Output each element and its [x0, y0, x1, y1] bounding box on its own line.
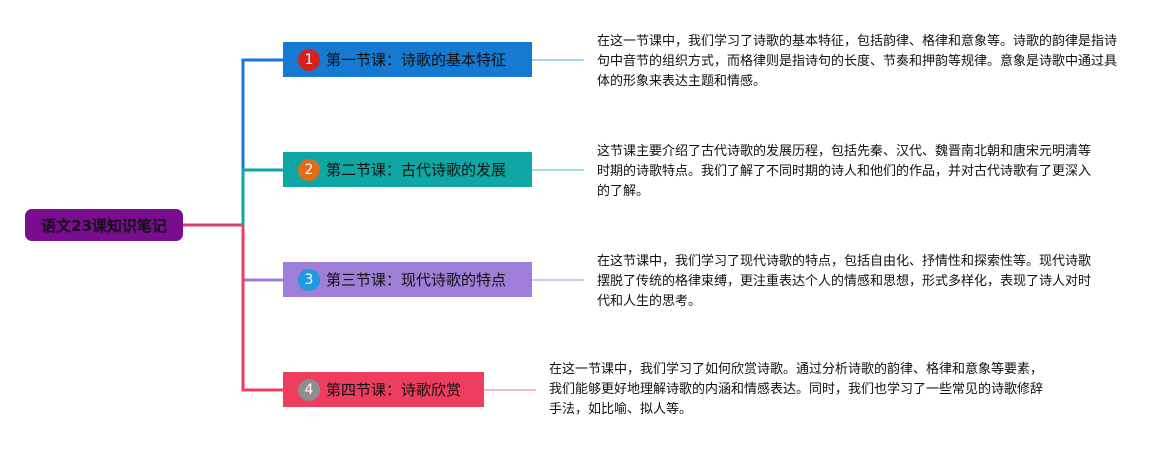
topic-note-4: 在这一节课中，我们学习了如何欣赏诗歌。通过分析诗歌的韵律、格律和意象等要素，我们… [549, 362, 1044, 417]
branch-line-1 [241, 58, 283, 225]
topic-node-4[interactable]: 4 第四节课：诗歌欣赏 [283, 372, 484, 407]
number-badge-3: 3 [298, 268, 320, 291]
topic-note-1: 在这一节课中，我们学习了诗歌的基本特征，包括韵律、格律和意象等。诗歌的韵律是指诗… [597, 34, 1118, 89]
topic-label-4: 第四节课：诗歌欣赏 [326, 381, 462, 399]
number-badge-4: 4 [298, 378, 320, 401]
topic-label-1: 第一节课：诗歌的基本特征 [326, 51, 507, 69]
topic-node-3[interactable]: 3 第三节课：现代诗歌的特点 [283, 262, 532, 297]
number-badge-2: 2 [298, 158, 320, 181]
number-badge-1: 1 [298, 48, 320, 71]
root-node[interactable]: 语文23课知识笔记 [25, 209, 183, 241]
branch-line-4 [241, 225, 283, 392]
topic-node-1[interactable]: 1 第一节课：诗歌的基本特征 [283, 42, 532, 77]
branch-line-2 [241, 168, 283, 225]
branch-line-3 [241, 225, 283, 282]
topic-label-3: 第三节课：现代诗歌的特点 [326, 271, 507, 289]
topic-note-2: 这节课主要介绍了古代诗歌的发展历程，包括先秦、汉代、魏晋南北朝和唐宋元明清等时期… [597, 144, 1092, 199]
topic-note-3: 在这节课中，我们学习了现代诗歌的特点，包括自由化、抒情性和探索性等。现代诗歌摆脱… [597, 254, 1092, 309]
topic-node-2[interactable]: 2 第二节课：古代诗歌的发展 [283, 152, 532, 187]
topic-label-2: 第二节课：古代诗歌的发展 [326, 161, 507, 179]
root-label: 语文23课知识笔记 [41, 216, 167, 235]
